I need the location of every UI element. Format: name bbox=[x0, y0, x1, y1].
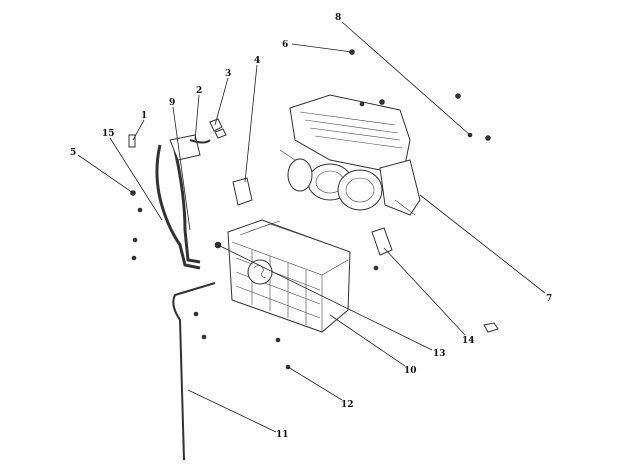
callout-9: 9 bbox=[169, 98, 175, 108]
leader-lines bbox=[77, 21, 546, 433]
callout-labels: 1 2 3 4 5 6 7 8 9 10 11 12 13 14 15 bbox=[70, 13, 552, 440]
callout-8: 8 bbox=[335, 13, 341, 23]
callout-14: 14 bbox=[462, 336, 475, 346]
callout-7: 7 bbox=[546, 294, 552, 304]
hvac-unit bbox=[279, 94, 421, 216]
callout-3: 3 bbox=[225, 69, 231, 79]
callout-10: 10 bbox=[404, 366, 417, 376]
callout-2: 2 bbox=[196, 86, 202, 96]
callout-4: 4 bbox=[254, 56, 260, 66]
heater-box bbox=[227, 219, 351, 333]
callout-15: 15 bbox=[102, 129, 115, 139]
small-parts bbox=[128, 49, 499, 370]
callout-5: 5 bbox=[70, 148, 76, 158]
callout-1: 1 bbox=[141, 111, 147, 121]
callout-6: 6 bbox=[282, 40, 288, 50]
callout-11: 11 bbox=[276, 430, 289, 440]
callout-13: 13 bbox=[433, 349, 446, 359]
pipes bbox=[155, 134, 216, 461]
callout-12: 12 bbox=[341, 400, 354, 410]
